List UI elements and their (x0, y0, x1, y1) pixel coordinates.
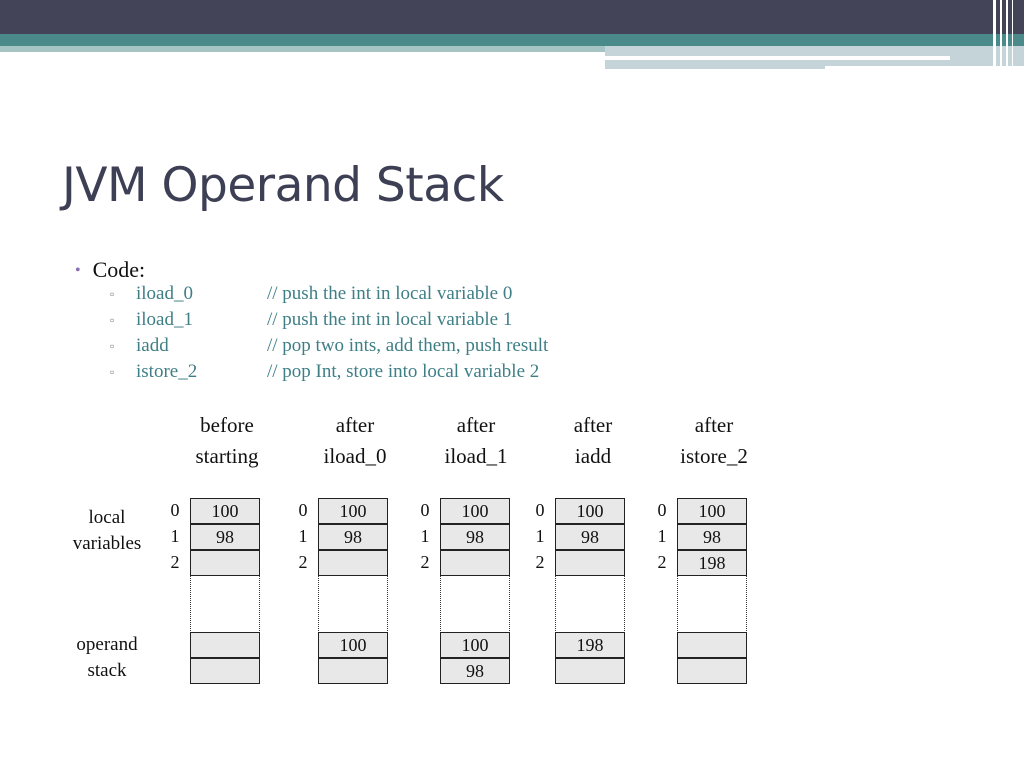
local-index: 0 (420, 500, 430, 520)
local-cell: 98 (677, 524, 747, 550)
local-index: 0 (535, 500, 545, 520)
stack-cell: 198 (555, 632, 625, 658)
column-header-line: iload_1 (444, 444, 508, 468)
code-comment: // push the int in local variable 0 (267, 283, 513, 304)
local-cell (318, 550, 388, 576)
local-index: 1 (657, 526, 667, 546)
code-comment: // push the int in local variable 1 (267, 309, 513, 330)
stack-cell: 100 (440, 632, 510, 658)
column-header-line: istore_2 (680, 444, 748, 468)
local-index: 2 (170, 552, 180, 572)
local-cell: 98 (555, 524, 625, 550)
header-band-teal (0, 34, 1024, 46)
header-band-right-line-lower (605, 66, 825, 69)
local-cell: 198 (677, 550, 747, 576)
row-label-local-variables: local variables (58, 505, 156, 557)
square-bullet-icon: ▫ (110, 313, 115, 327)
square-bullet-icon: ▫ (110, 339, 115, 353)
column-header-line: before (200, 413, 254, 437)
bullet-code: • Code: (75, 257, 145, 283)
stack-cell (555, 658, 625, 684)
code-instruction: istore_2 (136, 361, 198, 382)
local-index: 1 (170, 526, 180, 546)
frame-gap (190, 576, 260, 631)
local-cell: 98 (190, 524, 260, 550)
row-label-line: operand (76, 634, 138, 655)
stack-cell (190, 632, 260, 658)
local-index: 0 (657, 500, 667, 520)
row-label-line: stack (87, 660, 127, 681)
stack-cell (677, 658, 747, 684)
bullet-dot-icon: • (75, 262, 81, 279)
frame-gap (677, 576, 747, 631)
header-stripe (1000, 0, 1002, 68)
bullet-label: Code: (92, 257, 146, 282)
stack-cell: 100 (318, 632, 388, 658)
frame-gap (440, 576, 510, 631)
local-index: 2 (535, 552, 545, 572)
column-header-line: after (335, 413, 375, 437)
header-band-light (0, 46, 605, 52)
local-cell (440, 550, 510, 576)
local-cell (190, 550, 260, 576)
row-label-line: local (88, 507, 126, 528)
local-index: 2 (420, 552, 430, 572)
code-comment: // pop two ints, add them, push result (267, 335, 549, 356)
column-header-line: after (573, 413, 613, 437)
local-cell: 98 (318, 524, 388, 550)
column-header-line: iload_0 (323, 444, 387, 468)
header-band-dark (0, 0, 1024, 34)
local-index: 2 (657, 552, 667, 572)
code-comment: // pop Int, store into local variable 2 (267, 361, 540, 382)
column-header: after iload_0 (305, 410, 405, 472)
column-header: before starting (177, 410, 277, 472)
code-instruction: iload_0 (136, 283, 193, 304)
frame-gap (318, 576, 388, 631)
code-instruction: iadd (136, 335, 169, 356)
local-index: 1 (298, 526, 308, 546)
header-band-right-line (605, 56, 950, 60)
header-stripe (1006, 0, 1008, 68)
column-header: after iadd (543, 410, 643, 472)
local-index: 0 (170, 500, 180, 520)
local-cell: 100 (318, 498, 388, 524)
column-header-line: after (694, 413, 734, 437)
column-header-line: iadd (574, 444, 612, 468)
slide-title: JVM Operand Stack (62, 158, 504, 213)
local-cell: 100 (440, 498, 510, 524)
column-header: after iload_1 (426, 410, 526, 472)
local-index: 0 (298, 500, 308, 520)
local-index: 1 (535, 526, 545, 546)
header-stripe (1012, 0, 1013, 68)
row-label-operand-stack: operand stack (58, 632, 156, 684)
local-index: 2 (298, 552, 308, 572)
column-header-line: after (456, 413, 496, 437)
frame-gap (555, 576, 625, 631)
header-stripe (993, 0, 996, 68)
stack-cell (677, 632, 747, 658)
row-label-line: variables (72, 533, 142, 554)
local-cell (555, 550, 625, 576)
stack-cell (190, 658, 260, 684)
local-index: 1 (420, 526, 430, 546)
local-cell: 100 (190, 498, 260, 524)
local-cell: 98 (440, 524, 510, 550)
local-cell: 100 (555, 498, 625, 524)
stack-cell (318, 658, 388, 684)
square-bullet-icon: ▫ (110, 287, 115, 301)
code-instruction: iload_1 (136, 309, 193, 330)
square-bullet-icon: ▫ (110, 365, 115, 379)
stack-cell: 98 (440, 658, 510, 684)
column-header-line: starting (195, 444, 259, 468)
local-cell: 100 (677, 498, 747, 524)
column-header: after istore_2 (664, 410, 764, 472)
